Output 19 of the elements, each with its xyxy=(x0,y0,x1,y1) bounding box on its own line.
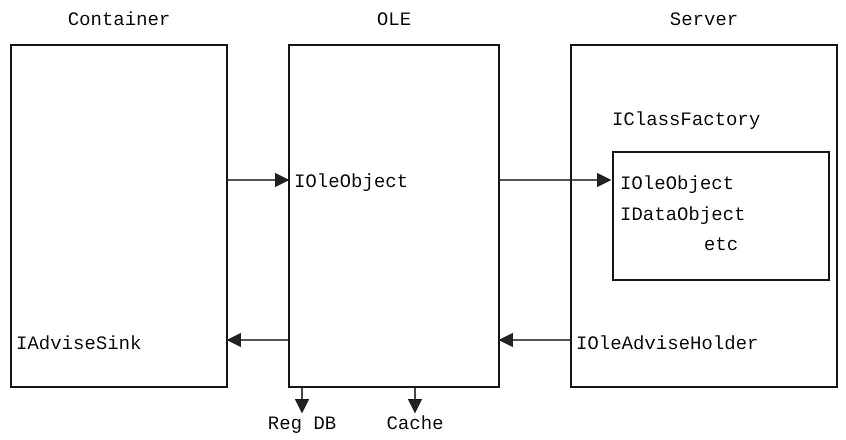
component-label: Cache xyxy=(386,412,444,436)
arrow xyxy=(498,332,570,348)
arrow xyxy=(226,332,288,348)
interface-name: IDataObject xyxy=(620,203,746,227)
interface-name: IOleAdviseHolder xyxy=(576,332,758,356)
component-title: OLE xyxy=(376,8,412,32)
interface-name: etc xyxy=(704,233,738,257)
component-title: Container xyxy=(68,8,170,32)
arrow xyxy=(294,388,310,414)
arrow xyxy=(500,172,612,188)
interface-name: IOleObject xyxy=(620,172,734,196)
arrow xyxy=(228,172,290,188)
interface-name: IClassFactory xyxy=(612,108,760,132)
interface-name: IOleObject xyxy=(294,170,408,194)
component-label: Reg DB xyxy=(268,412,336,436)
component-title: Server xyxy=(670,8,738,32)
interface-box xyxy=(612,151,830,281)
arrow xyxy=(408,388,422,414)
interface-name: IAdviseSink xyxy=(16,332,142,356)
